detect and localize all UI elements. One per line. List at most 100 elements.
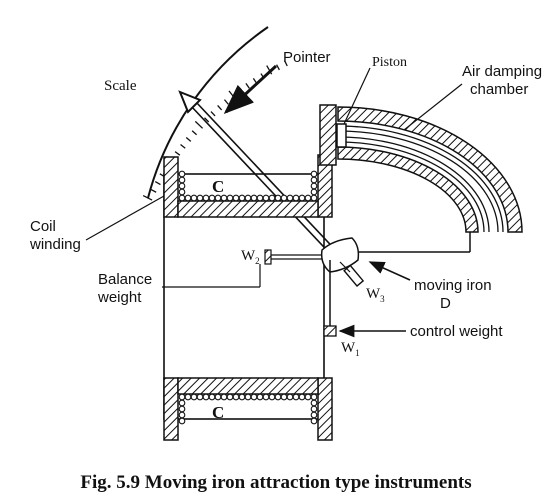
winding-turn (250, 194, 258, 202)
coil-label-bottom: C (212, 403, 224, 422)
balance-weight-w2 (264, 249, 272, 265)
pointer-shaft-1 (190, 105, 339, 263)
scale-tick (210, 111, 216, 117)
scale-tick (238, 88, 243, 94)
pointer-label: Pointer (283, 49, 331, 66)
figure-caption: Fig. 5.9 Moving iron attraction type ins… (80, 472, 471, 493)
winding-turn (310, 194, 318, 202)
air-damping-chamber (319, 104, 523, 233)
winding-turn (202, 194, 210, 202)
scale-tick (204, 117, 210, 123)
piston-leader (343, 67, 371, 125)
top-coil-base (177, 200, 319, 218)
air-damping-label: Air damping (462, 63, 542, 80)
coil-winding-label-2: winding (29, 236, 81, 253)
winding-turn (256, 194, 264, 202)
w3-link (339, 261, 351, 273)
coil-winding-label: Coil (30, 218, 56, 235)
winding-turn (274, 393, 282, 401)
w1-label: W1 (341, 340, 360, 358)
coil-label-top: C (212, 177, 224, 196)
winding-turn (310, 182, 318, 190)
winding-turn (304, 194, 312, 202)
winding-turn (298, 393, 306, 401)
winding-turn (178, 182, 186, 190)
winding-turn (178, 170, 186, 178)
air-damping-label-2: chamber (470, 81, 528, 98)
winding-turn (268, 194, 276, 202)
w2-label: W2 (241, 248, 260, 266)
moving-iron-label-2: D (440, 295, 451, 312)
scale-tick (223, 99, 229, 105)
winding-turn (268, 393, 276, 401)
winding-turn (220, 194, 228, 202)
winding-turn (238, 393, 246, 401)
winding-turn (178, 194, 186, 202)
winding-turn (232, 393, 240, 401)
winding-turn (274, 194, 282, 202)
winding-turn (292, 194, 300, 202)
winding-turn (214, 393, 222, 401)
scale-tick (217, 105, 223, 111)
bottom-coil-base (177, 377, 319, 395)
pointer-shaft-2 (195, 101, 344, 259)
winding-turn (184, 393, 192, 401)
coil-winding-leader (85, 195, 165, 241)
scale-tick (283, 60, 288, 67)
top-coil-beads (178, 170, 318, 202)
winding-turn (280, 194, 288, 202)
balance-weight-label: Balance (98, 271, 152, 288)
w3-label: W3 (366, 286, 385, 304)
winding-turn (190, 393, 198, 401)
winding-turn (220, 393, 228, 401)
pointer-arrow (223, 64, 278, 115)
winding-turn (196, 194, 204, 202)
pointer-head (178, 90, 202, 114)
bottom-right-flange (317, 377, 333, 441)
winding-turn (244, 393, 252, 401)
bottom-coil-beads (178, 393, 318, 425)
scale-tick (245, 82, 250, 89)
piston (336, 123, 347, 148)
winding-turn (178, 405, 186, 413)
winding-turn (304, 393, 312, 401)
scale-tick (180, 143, 186, 149)
winding-turn (256, 393, 264, 401)
winding-turn (226, 194, 234, 202)
scale-tick (266, 65, 273, 75)
winding-turn (178, 417, 186, 425)
winding-turn (298, 194, 306, 202)
scale-label: Scale (104, 78, 137, 94)
winding-turn (208, 194, 216, 202)
winding-turn (310, 417, 318, 425)
coil-assembly: C C (163, 154, 333, 441)
chamber-inner-line-1 (337, 125, 504, 233)
winding-turn (310, 405, 318, 413)
chamber-outer-wall (337, 106, 523, 233)
scale-tick (174, 151, 181, 156)
winding-turn (250, 393, 258, 401)
winding-turn (310, 188, 318, 196)
winding-turn (244, 194, 252, 202)
scale-tick (150, 188, 157, 193)
air-chamber-leader (403, 83, 463, 131)
winding-turn (310, 176, 318, 184)
bottom-left-flange (163, 377, 179, 441)
chamber-inner-line-2 (337, 130, 499, 233)
scale-tick (191, 130, 198, 136)
winding-turn (232, 194, 240, 202)
pointer (178, 90, 344, 263)
control-weight-w1 (323, 325, 337, 337)
scale-tick (228, 90, 236, 100)
control-weight-label: control weight (410, 323, 503, 340)
top-left-flange (163, 156, 179, 218)
scale-tick (276, 64, 280, 71)
winding-turn (178, 411, 186, 419)
moving-iron-label: moving iron (414, 277, 492, 294)
winding-turn (310, 393, 318, 401)
winding-turn (292, 393, 300, 401)
chamber-inner-line-4 (337, 141, 485, 233)
labels: Scale Pointer Piston Air damping chamber… (29, 49, 542, 358)
winding-turn (310, 411, 318, 419)
